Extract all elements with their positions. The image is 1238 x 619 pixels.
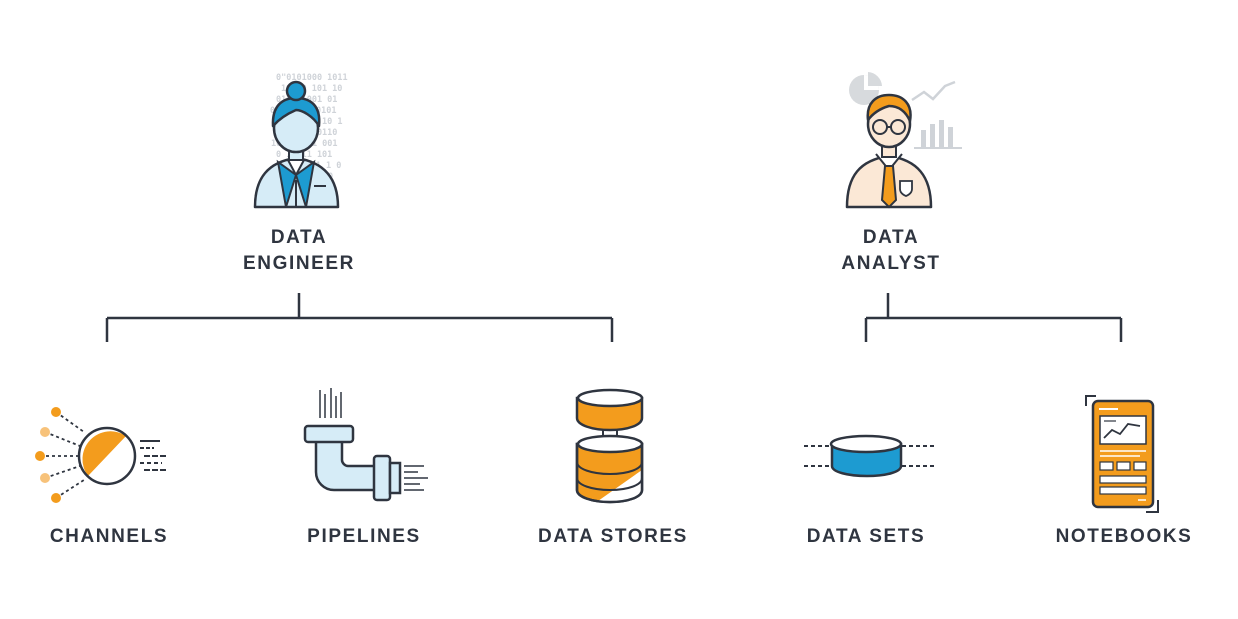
data-stores-label: DATA STORES <box>538 526 688 547</box>
data-sets-icon <box>804 434 934 478</box>
data-engineer-title-line2: ENGINEER <box>242 253 356 274</box>
data-engineer-icon: 0"0101000 1011 10:00 101 10 0101 1001 01… <box>253 73 348 209</box>
data-analyst-icon <box>845 72 962 209</box>
data-analyst-title-line1: DATA <box>862 227 920 248</box>
channels-label: CHANNELS <box>49 526 169 547</box>
channels-icon <box>35 407 168 503</box>
pipelines-label: PIPELINES <box>307 526 421 547</box>
svg-text:0 10 11 101: 0 10 11 101 <box>276 150 332 160</box>
pipelines-icon <box>303 388 428 502</box>
svg-text:0"0101000 1011: 0"0101000 1011 <box>276 73 348 83</box>
notebooks-icon <box>1085 395 1159 513</box>
engineer-tree-connector <box>105 293 614 342</box>
data-sets-label: DATA SETS <box>806 526 926 547</box>
analyst-tree-connector <box>864 293 1123 342</box>
data-engineer-title: DATA ENGINEER <box>199 225 399 277</box>
svg-text:10:00 101 10: 10:00 101 10 <box>281 84 342 94</box>
data-engineer-title-line1: DATA <box>270 227 328 248</box>
data-stores-icon <box>575 388 644 504</box>
notebooks-label: NOTEBOOKS <box>1055 526 1193 547</box>
data-analyst-title-line2: ANALYST <box>841 253 941 274</box>
data-analyst-title: DATA ANALYST <box>791 225 991 277</box>
